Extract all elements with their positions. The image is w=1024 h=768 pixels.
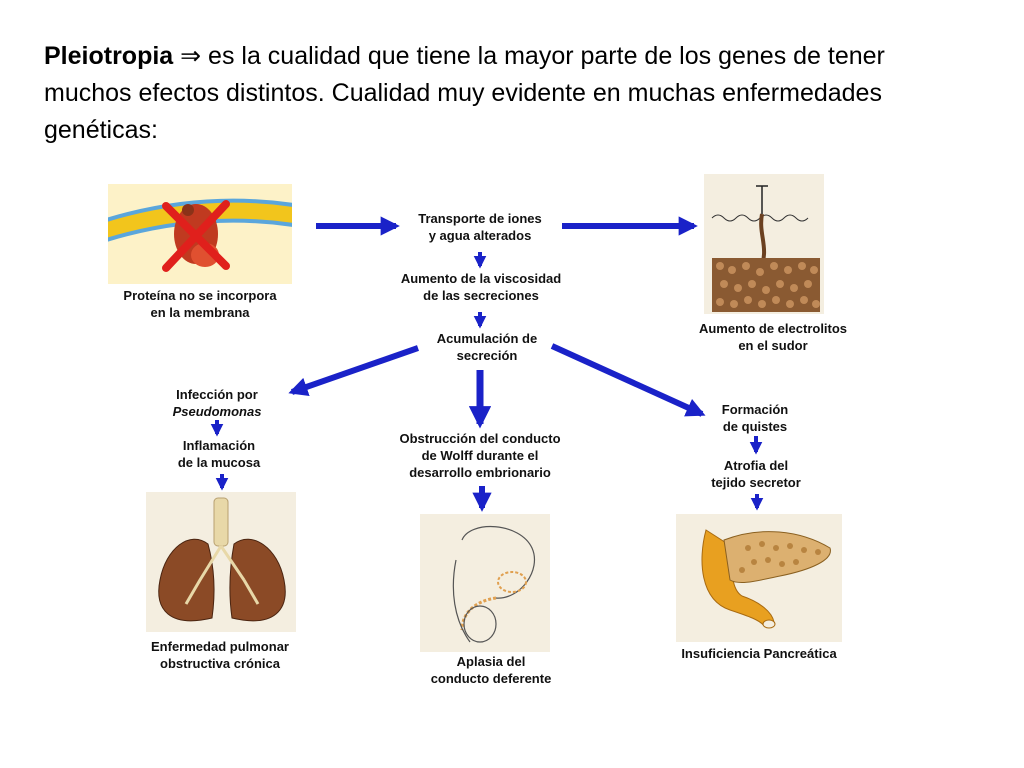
label-atrophy: Atrofia del tejido secretor bbox=[711, 458, 801, 490]
slide-heading: Pleiotropia ⇒ es la cualidad que tiene l… bbox=[44, 38, 974, 149]
red-x-icon bbox=[162, 200, 230, 272]
arrow-accumulation-to-cysts bbox=[550, 343, 706, 417]
heading-term: Pleiotropia bbox=[44, 42, 174, 70]
label-pancreatic: Insuficiencia Pancreática bbox=[681, 646, 837, 661]
label-inflammation: Inflamación de la mucosa bbox=[177, 438, 261, 470]
lungs-illustration bbox=[146, 492, 296, 632]
heading-arrow: ⇒ bbox=[180, 42, 202, 70]
label-aplasia: Aplasia del conducto deferente bbox=[430, 654, 552, 686]
arrow-accumulation-to-infection bbox=[288, 345, 419, 396]
reproductive-tract-illustration bbox=[420, 514, 550, 652]
label-membrane: Proteína no se incorpora en la membrana bbox=[123, 288, 277, 320]
label-electrolytes: Aumento de electrolitos en el sudor bbox=[698, 321, 848, 353]
label-accumulation: Acumulación de secreción bbox=[436, 331, 538, 363]
membrane-illustration bbox=[108, 184, 292, 284]
label-pulmonary: Enfermedad pulmonar obstructiva crónica bbox=[151, 639, 289, 671]
label-viscosity: Aumento de la viscosidad de las secrecio… bbox=[400, 271, 562, 303]
label-obstruction: Obstrucción del conducto de Wolff durant… bbox=[399, 431, 561, 480]
sweat-gland-illustration bbox=[704, 174, 824, 314]
label-cysts: Formación de quistes bbox=[721, 402, 789, 434]
pancreas-illustration bbox=[676, 514, 842, 642]
label-infection: Infección por Pseudomonas bbox=[172, 387, 262, 419]
heading-text: es la cualidad que tiene la mayor parte … bbox=[44, 42, 885, 144]
label-transport: Transporte de iones y agua alterados bbox=[418, 211, 542, 243]
